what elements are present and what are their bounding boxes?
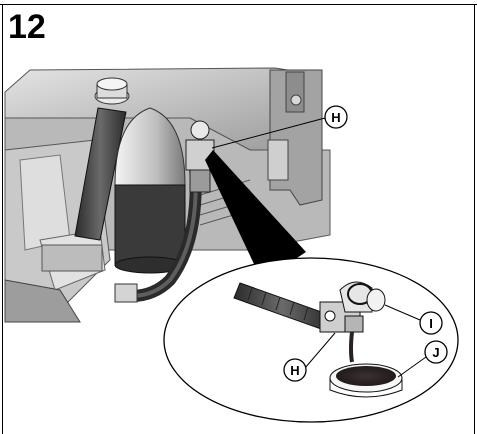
detail-drain-valve bbox=[319, 281, 386, 333]
drain-pan bbox=[329, 363, 403, 398]
oil-stream bbox=[349, 331, 354, 363]
left-border bbox=[2, 4, 3, 434]
callout-J-label: J bbox=[432, 345, 439, 360]
callout-H-top: H bbox=[211, 105, 348, 149]
callout-I: I bbox=[384, 304, 443, 335]
oil-filter bbox=[114, 107, 186, 274]
detail-magnifier bbox=[163, 257, 459, 423]
callout-H-top-label: H bbox=[331, 110, 340, 125]
zoom-wedge bbox=[205, 150, 306, 281]
callout-H-detail: H bbox=[283, 332, 336, 382]
right-border bbox=[474, 4, 475, 434]
callout-H-detail-label: H bbox=[290, 363, 299, 378]
top-border bbox=[0, 4, 477, 5]
step-number: 12 bbox=[8, 8, 46, 46]
callout-J: J bbox=[397, 340, 448, 378]
oil-fill-tube bbox=[74, 77, 130, 241]
callout-I-label: I bbox=[429, 316, 433, 331]
